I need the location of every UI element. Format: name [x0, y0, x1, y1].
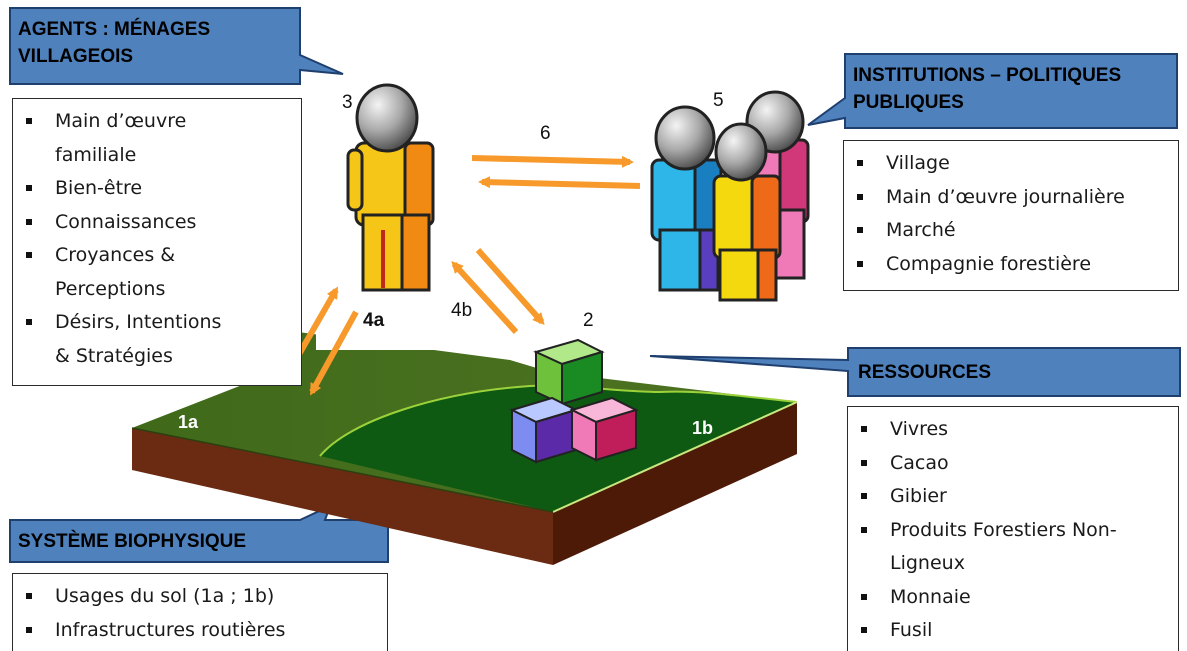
ressources-item: Fusil: [861, 614, 1170, 648]
agents-item: Connaissances: [26, 206, 293, 240]
institutions-list-box: Village Main d’œuvre journalière Marché …: [843, 140, 1179, 291]
arrow-4a-down: [309, 310, 359, 396]
institutions-item: Compagnie forestière: [857, 248, 1170, 282]
ressources-item: Vivres: [861, 413, 1170, 447]
agents-title-line1: AGENTS : MÉNAGES: [18, 19, 211, 40]
agents-callout: [9, 7, 344, 85]
biophysique-title: SYSTÈME BIOPHYSIQUE: [18, 531, 247, 552]
agents-item-cont: Perceptions: [55, 277, 166, 300]
institutions-item: Village: [857, 147, 1170, 181]
label-4b: 4b: [451, 300, 473, 321]
ressources-item: Monnaie: [861, 581, 1170, 615]
agents-title-line2: VILLAGEOIS: [18, 46, 134, 67]
ressources-item: Produits Forestiers Non-: [861, 514, 1170, 548]
institutions-group-icon: [650, 90, 810, 302]
label-6: 6: [540, 123, 551, 144]
institutions-title: INSTITUTIONS – POLITIQUES PUBLIQUES: [853, 62, 1121, 116]
resources-cubes-icon: [509, 338, 639, 464]
label-1b: 1b: [692, 418, 714, 438]
institutions-callout: [807, 53, 1178, 129]
institutions-title-line2: PUBLIQUES: [853, 92, 964, 113]
agents-item-cont: & Stratégies: [55, 344, 173, 367]
agents-item: Main d’œuvre: [26, 105, 293, 139]
agents-item-cont: familiale: [55, 143, 137, 166]
label-2: 2: [583, 310, 594, 331]
biophysique-item: Usages du sol (1a ; 1b): [26, 580, 379, 614]
ressources-item: Cacao: [861, 447, 1170, 481]
biophysique-list-box: Usages du sol (1a ; 1b) Infrastructures …: [12, 573, 388, 651]
label-1a: 1a: [178, 412, 199, 432]
ressources-item: Gibier: [861, 480, 1170, 514]
agents-item: Croyances &: [26, 239, 293, 273]
label-3: 3: [342, 92, 353, 113]
institutions-item: Marché: [857, 214, 1170, 248]
arrow-6-left: [478, 176, 641, 189]
arrow-4b-up: [451, 261, 519, 335]
agents-item: Bien-être: [26, 172, 293, 206]
agents-list-box: Main d’œuvre familiale Bien-être Connais…: [12, 98, 302, 386]
institutions-title-line1: INSTITUTIONS – POLITIQUES: [853, 65, 1122, 86]
label-5: 5: [713, 90, 724, 111]
ressources-item-cont: Ligneux: [890, 552, 965, 574]
arrow-6-right: [471, 155, 634, 168]
agents-title: AGENTS : MÉNAGES VILLAGEOIS: [18, 16, 210, 70]
ressources-title: RESSOURCES: [858, 362, 992, 383]
ressources-list-box: Vivres Cacao Gibier Produits Forestiers …: [847, 406, 1179, 651]
arrow-4b-down: [475, 248, 545, 325]
agent-person-icon: [346, 83, 435, 292]
biophysique-item: Infrastructures routières: [26, 614, 379, 648]
agents-item: Désirs, Intentions: [26, 306, 293, 340]
label-4a: 4a: [363, 310, 385, 331]
ressources-callout: [649, 347, 1181, 397]
institutions-item: Main d’œuvre journalière: [857, 181, 1170, 215]
